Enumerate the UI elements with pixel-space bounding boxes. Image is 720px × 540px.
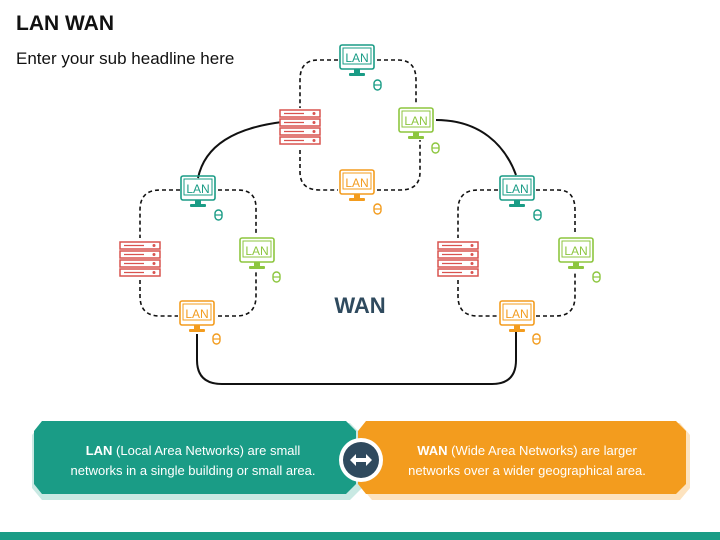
lan-label: LAN [564,244,587,258]
wan-link-bottom [196,332,517,385]
lan-computer-orange: LAN [339,169,382,215]
wan-label: WAN [334,293,385,318]
wan-desc-line2: networks over a wider geographical area. [408,463,646,478]
wan-link-left-top [197,121,283,179]
lan-computer-green: LAN [398,107,440,154]
lan-label: LAN [505,182,528,196]
lan-label: LAN [505,307,528,321]
wan-info-box [358,421,690,500]
lan-rings [139,59,576,317]
lan-label: LAN [185,307,208,321]
lan-computer-orange: LAN [499,300,541,345]
lan-term: LAN [85,443,113,458]
lan-label: LAN [186,182,209,196]
server-icon [437,241,479,277]
lan-computer-teal: LAN [180,175,223,221]
lan-label: LAN [245,244,268,258]
lan-computer-green: LAN [558,237,601,283]
wan-link-top-right [435,119,517,176]
lan-computer-teal: LAN [339,44,382,91]
server-icon [279,109,321,145]
server-icon [119,241,161,277]
left-right-arrow-icon [339,438,383,482]
page-title: LAN WAN [16,12,114,35]
lan-info-box [32,421,362,500]
lan-label: LAN [404,114,427,128]
lan-computer-orange: LAN [179,300,221,345]
lan-computer-green: LAN [239,237,281,283]
lan-label: LAN [345,176,368,190]
lan-computer-teal: LAN [499,175,542,221]
wan-desc-line1: (Wide Area Networks) are larger [447,443,637,458]
lan-desc-line1: (Local Area Networks) are small [112,443,301,458]
wan-term: WAN [417,443,448,458]
lan-info-text: LAN (Local Area Networks) are small netw… [40,441,346,481]
bottom-accent-bar [0,532,720,540]
wan-info-text: WAN (Wide Area Networks) are larger netw… [374,441,680,481]
lan-label: LAN [345,51,368,65]
wan-links [196,119,517,385]
lan-desc-line2: networks in a single building or small a… [70,463,316,478]
page-subtitle: Enter your sub headline here [16,49,235,68]
